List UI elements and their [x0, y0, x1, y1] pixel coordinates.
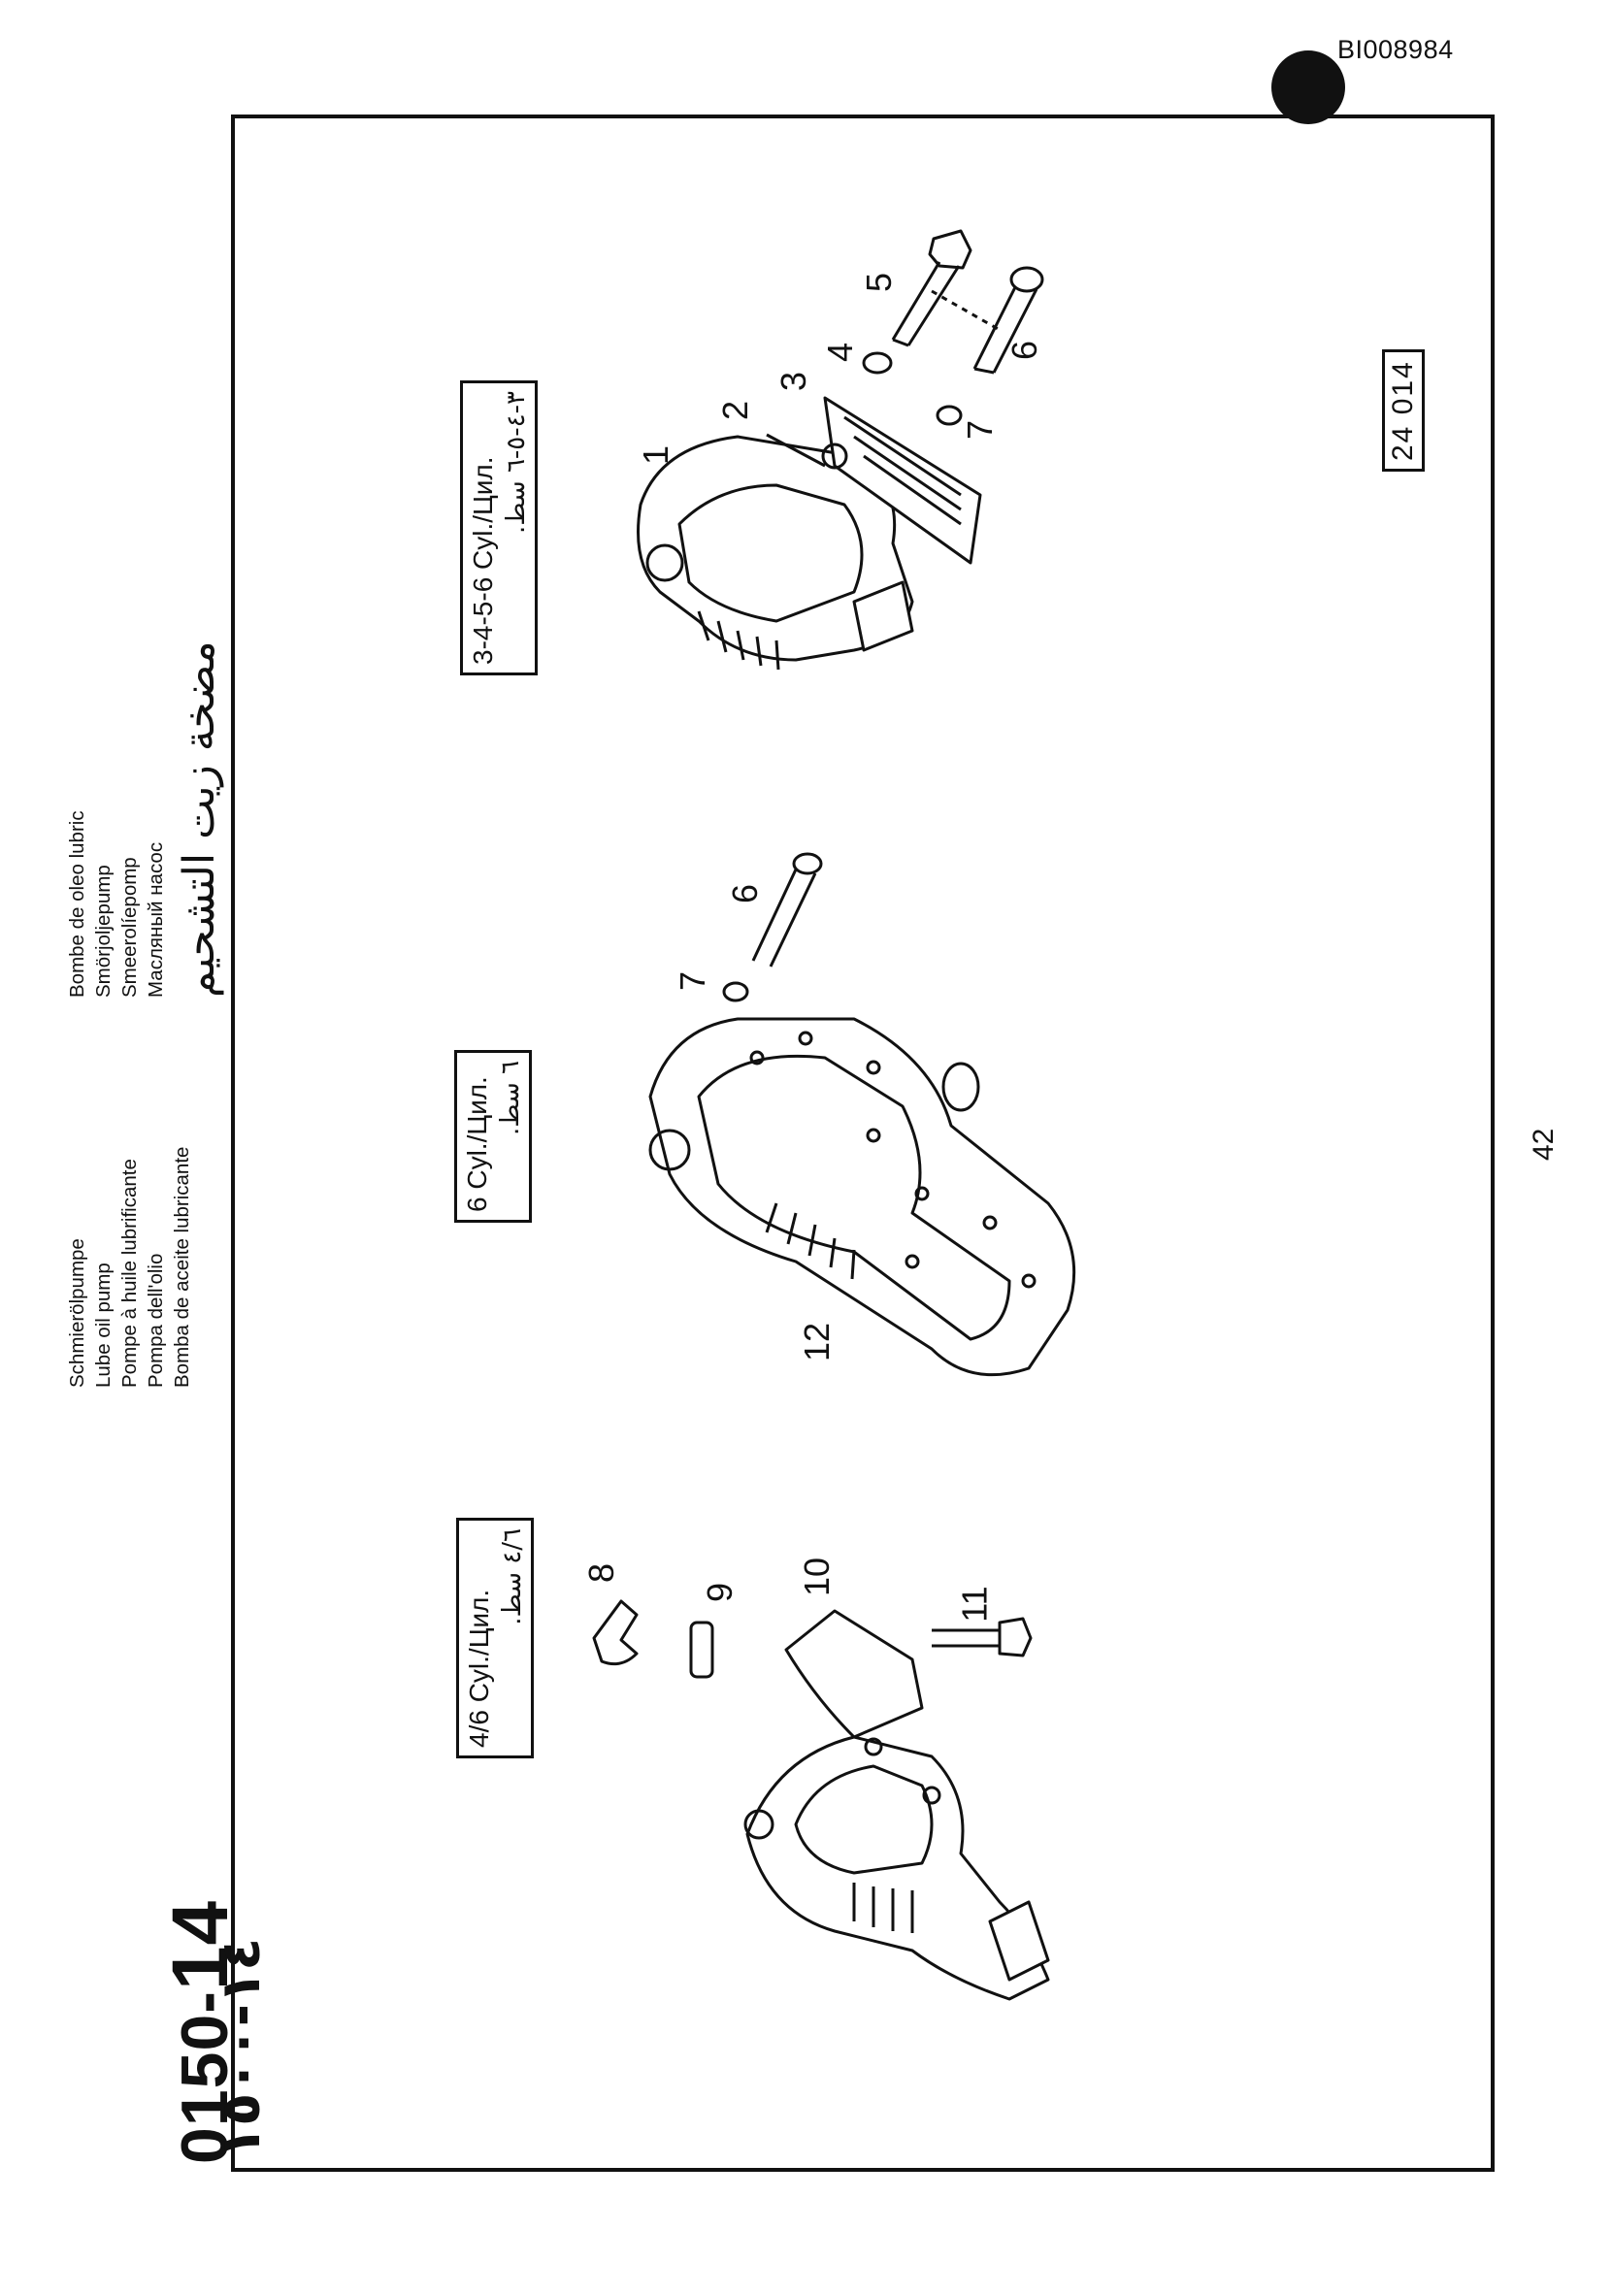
bolt-5-illustration [891, 229, 972, 347]
bolt-6b-illustration [751, 852, 823, 968]
callout-6-top: 6 [1004, 340, 1045, 361]
clip-8-illustration [592, 1599, 639, 1666]
lock-washer-7b-illustration [722, 981, 749, 1002]
callout-5: 5 [859, 272, 900, 293]
callout-8: 8 [581, 1562, 622, 1584]
callout-2: 2 [715, 400, 756, 421]
leader-line-2 [766, 433, 826, 468]
callout-4: 4 [820, 342, 861, 363]
pump-3-6-cyl-illustration [637, 396, 982, 671]
callout-11: 11 [954, 1586, 995, 1623]
bolt-11-illustration [932, 1617, 1033, 1657]
corner-dot [1271, 50, 1345, 124]
callout-6-mid: 6 [725, 883, 766, 904]
lock-washer-7-illustration [936, 405, 963, 426]
pump-4-6-cyl-illustration [743, 1609, 1050, 2001]
callout-7-top: 7 [960, 419, 1001, 441]
callout-7-mid: 7 [673, 970, 713, 992]
callout-12: 12 [797, 1322, 838, 1362]
dashed-alt-line [931, 289, 1001, 332]
document-id: BI008984 [1337, 35, 1454, 64]
page-frame [231, 115, 1495, 2172]
pump-6-cyl-illustration [648, 1017, 1076, 1377]
washer-4-illustration [862, 351, 893, 375]
pin-9-illustration [689, 1621, 714, 1679]
callout-3: 3 [774, 371, 814, 392]
callout-9: 9 [700, 1582, 741, 1603]
callout-10: 10 [797, 1557, 838, 1597]
callout-1: 1 [636, 444, 676, 466]
